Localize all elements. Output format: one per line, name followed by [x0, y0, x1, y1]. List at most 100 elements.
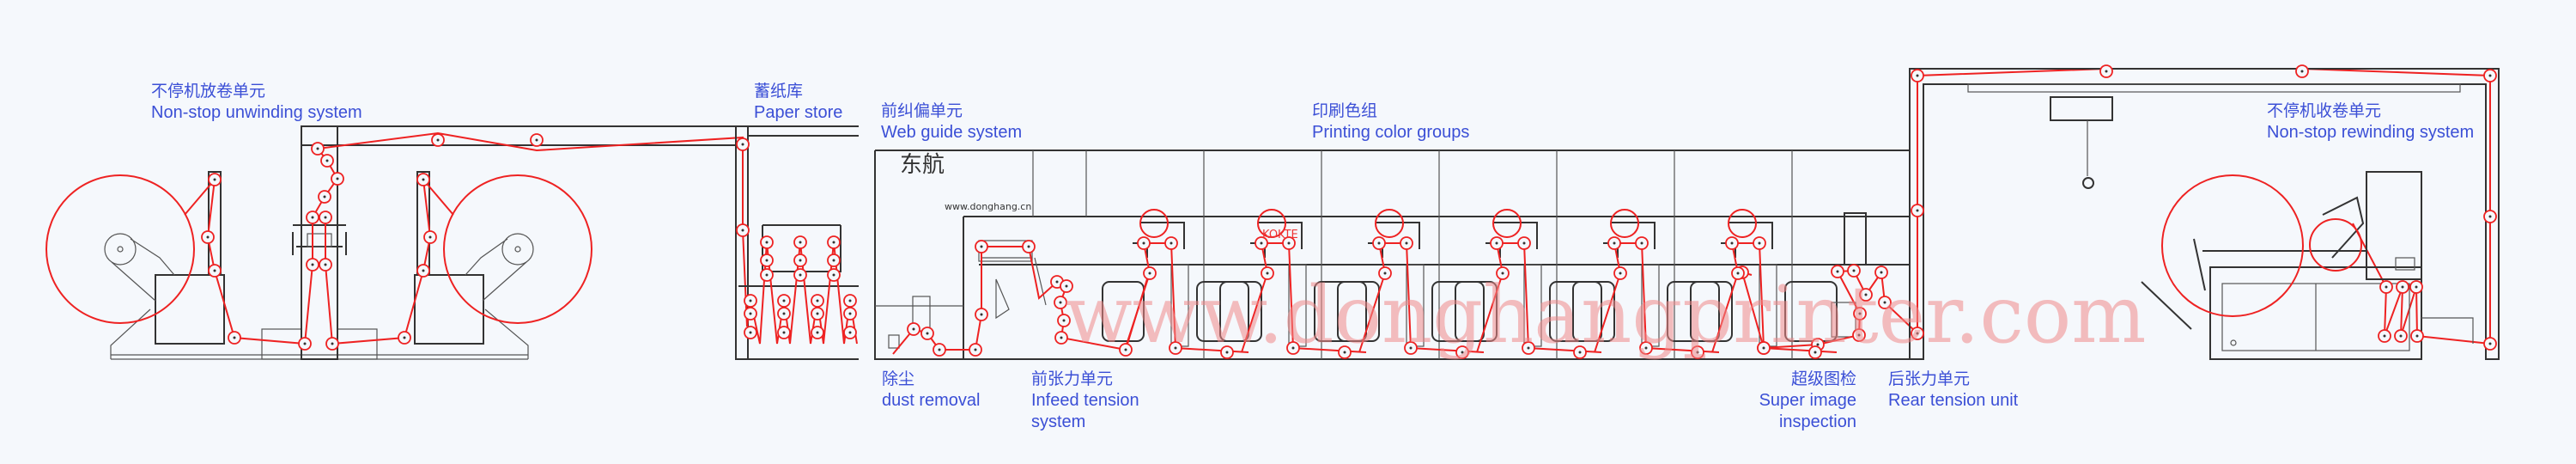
web-path	[1358, 242, 1485, 353]
roller-axle	[1578, 351, 1582, 354]
roller-axle	[1758, 241, 1761, 245]
label-inspection-zh: 超级图检	[1791, 369, 1856, 388]
roller-axle	[1864, 293, 1868, 296]
roller-axle	[1260, 241, 1263, 245]
roller-axle	[926, 332, 929, 335]
roller-axle	[2105, 70, 2108, 73]
roller-axle	[2399, 334, 2403, 338]
web-path	[1241, 242, 1367, 353]
rewind-reel-small	[2309, 218, 2362, 272]
roller-axle	[1287, 241, 1291, 245]
rewind-reel	[2161, 174, 2304, 317]
label-rear-tension-en: Rear tension unit	[1888, 391, 2019, 410]
label-rear-tension-zh: 后张力单元	[1888, 369, 1970, 388]
unit-block	[1102, 281, 1145, 342]
roller-axle	[1409, 346, 1413, 350]
printing-section	[874, 68, 2491, 360]
unit-block	[1784, 281, 1838, 342]
unit-block	[1219, 281, 1262, 342]
roller-axle	[2385, 285, 2388, 289]
label-rewinding-en: Non-stop rewinding system	[2267, 123, 2474, 142]
roller-axle	[1883, 301, 1886, 304]
label-dust-en: dust removal	[882, 391, 981, 410]
label-inspection-en-2: inspection	[1779, 412, 1856, 431]
roller-axle	[1857, 333, 1861, 337]
roller-axle	[1916, 332, 1919, 335]
roller-axle	[331, 342, 334, 345]
roller-axle	[1170, 241, 1173, 245]
roller-axle	[1383, 272, 1387, 275]
roller-axle	[233, 336, 236, 339]
hoist	[2050, 96, 2113, 121]
unit-block	[1431, 281, 1485, 342]
roller-axle	[980, 313, 983, 316]
roller-axle	[2488, 215, 2492, 218]
roller-axle	[799, 241, 802, 244]
roller-axle	[799, 259, 802, 262]
roller-axle	[765, 241, 769, 244]
unit-block	[1314, 281, 1367, 342]
roller-axle	[1527, 346, 1530, 350]
roller-axle	[1461, 351, 1464, 354]
roller-axle	[1613, 241, 1616, 245]
roller-axle	[749, 312, 752, 315]
roller-axle	[848, 299, 852, 302]
roller-axle	[1619, 272, 1622, 275]
unwinding-unit	[46, 125, 748, 360]
roller-axle	[1495, 241, 1498, 245]
roller-axle	[2488, 74, 2492, 77]
roller-axle	[323, 195, 326, 198]
roller-axle	[912, 327, 915, 331]
roller-axle	[980, 245, 983, 248]
brand-logo: 东航	[900, 152, 945, 178]
roller-axle	[1816, 343, 1820, 346]
roller-axle	[1148, 272, 1151, 275]
roller-axle	[1696, 351, 1699, 354]
roller-axle	[336, 177, 339, 180]
roller-axle	[848, 312, 852, 315]
label-rewinding-zh: 不停机收卷单元	[2267, 101, 2381, 120]
label-dust-zh: 除尘	[882, 369, 914, 388]
roller-axle	[1343, 351, 1346, 354]
hook-icon	[2082, 177, 2094, 189]
roller-axle	[206, 235, 210, 239]
roller-axle	[1762, 346, 1765, 350]
plate-cylinder	[1139, 209, 1169, 238]
roller-axle	[1291, 346, 1295, 350]
roller-axle	[782, 331, 786, 334]
roller-axle	[1060, 336, 1063, 339]
plate-cylinder	[1375, 209, 1404, 238]
label-paper-store-en: Paper store	[754, 103, 842, 122]
roller-axle	[1852, 269, 1856, 272]
roller-axle	[2300, 70, 2304, 73]
roller-axle	[324, 216, 327, 219]
label-inspection-en-1: Super image	[1759, 391, 1856, 410]
roller-axle	[428, 235, 432, 239]
roller-axle	[1836, 270, 1839, 273]
roller-axle	[422, 269, 425, 272]
roller-axle	[765, 273, 769, 277]
label-infeed-zh: 前张力单元	[1031, 369, 1113, 388]
color-group-unit	[1690, 209, 1838, 353]
unit-block	[1196, 281, 1249, 342]
label-unwinding-zh: 不停机放卷单元	[151, 82, 265, 101]
plate-cylinder	[1728, 209, 1757, 238]
unit-block	[1455, 281, 1498, 342]
roller-axle	[324, 263, 327, 266]
plate-cylinder	[1492, 209, 1522, 238]
unit-block	[1667, 281, 1720, 342]
roller-axle	[1880, 271, 1883, 274]
roller-axle	[422, 178, 425, 181]
unit-block	[1549, 281, 1602, 342]
roller-axle	[832, 241, 835, 244]
roller-axle	[799, 273, 802, 277]
roller-axle	[741, 229, 744, 232]
roller-axle	[1062, 319, 1066, 322]
roller-axle	[1266, 272, 1269, 275]
roller-axle	[2488, 342, 2492, 345]
roller-axle	[1142, 241, 1145, 245]
plate-cylinder	[1257, 209, 1286, 238]
roller-axle	[1858, 312, 1862, 315]
roller-axle	[403, 336, 406, 339]
